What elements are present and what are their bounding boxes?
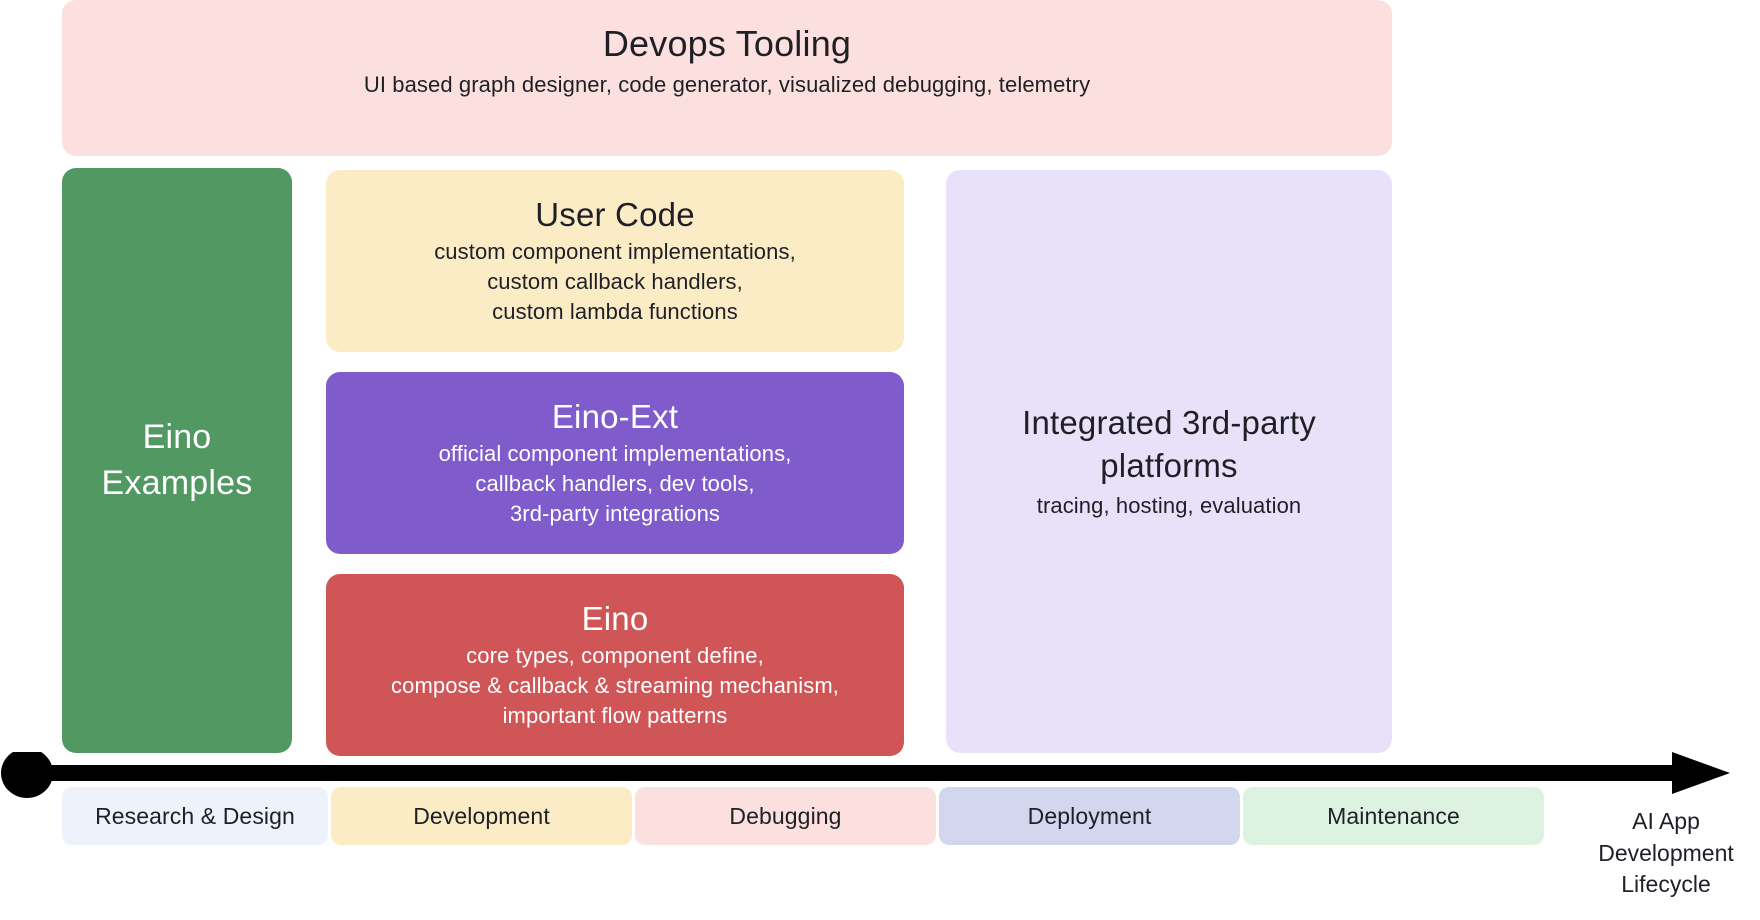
third-party-subtitle: tracing, hosting, evaluation (1036, 493, 1302, 519)
user-code-subtitle-line-1: custom component implementations, (434, 239, 796, 265)
lifecycle-stage-list: Research & Design Development Debugging … (62, 787, 1568, 845)
user-code-subtitle-line-2: custom callback handlers, (487, 269, 743, 295)
lifecycle-timeline-arrow (1, 752, 1730, 798)
devops-tooling-subtitle: UI based graph designer, code generator,… (363, 71, 1091, 97)
eino-core-subtitle: core types, component define, compose & … (391, 641, 839, 731)
eino-ext-subtitle-line-2: callback handlers, dev tools, (475, 471, 755, 497)
lifecycle-stage-label: Maintenance (1327, 802, 1460, 829)
devops-tooling-title: Devops Tooling (602, 23, 852, 64)
timeline-line (22, 765, 1682, 781)
axis-caption-line-1: AI App (1632, 808, 1700, 834)
user-code-subtitle-line-3: custom lambda functions (492, 299, 738, 325)
lifecycle-stage-label: Development (413, 802, 550, 829)
eino-ext-subtitle-line-1: official component implementations, (438, 441, 792, 467)
lifecycle-stage-maintenance[interactable]: Maintenance (1243, 787, 1544, 845)
eino-examples-box: Eino Examples (62, 168, 292, 753)
timeline-arrowhead-icon (1672, 752, 1730, 794)
lifecycle-stage-debugging[interactable]: Debugging (635, 787, 936, 845)
eino-examples-title-line-1: Eino (142, 417, 212, 456)
eino-core-subtitle-line-1: core types, component define, (466, 643, 764, 669)
user-code-title: User Code (535, 196, 695, 234)
axis-caption-line-2: Development (1598, 839, 1734, 866)
eino-ext-subtitle: official component implementations, call… (439, 439, 792, 529)
eino-core-box: Eino core types, component define, compo… (326, 574, 904, 756)
eino-ext-title: Eino-Ext (551, 398, 679, 436)
user-code-box: User Code custom component implementatio… (326, 170, 904, 352)
integrated-third-party-platforms-box: Integrated 3rd-party platforms tracing, … (946, 170, 1392, 753)
third-party-title-line-2: platforms (1100, 446, 1238, 484)
lifecycle-stage-development[interactable]: Development (331, 787, 632, 845)
eino-ext-subtitle-line-3: 3rd-party integrations (509, 501, 721, 527)
eino-examples-title-line-2: Examples (101, 463, 253, 502)
user-code-subtitle: custom component implementations, custom… (434, 237, 796, 327)
eino-ext-box: Eino-Ext official component implementati… (326, 372, 904, 554)
eino-core-subtitle-line-2: compose & callback & streaming mechanism… (391, 673, 839, 699)
eino-core-title: Eino (581, 600, 649, 638)
lifecycle-stage-research-design[interactable]: Research & Design (62, 787, 328, 845)
devops-tooling-banner: Devops Tooling UI based graph designer, … (62, 0, 1392, 156)
lifecycle-stage-deployment[interactable]: Deployment (939, 787, 1240, 845)
eino-core-subtitle-line-3: important flow patterns (502, 703, 728, 729)
axis-caption: AI App Development Lifecycle (1572, 806, 1760, 901)
lifecycle-stage-label: Deployment (1027, 802, 1152, 829)
axis-caption-line-3: Lifecycle (1621, 871, 1711, 898)
third-party-title-line-1: Integrated 3rd-party (1022, 403, 1316, 441)
lifecycle-stage-label: Research & Design (95, 802, 295, 829)
lifecycle-stage-label: Debugging (729, 802, 842, 829)
